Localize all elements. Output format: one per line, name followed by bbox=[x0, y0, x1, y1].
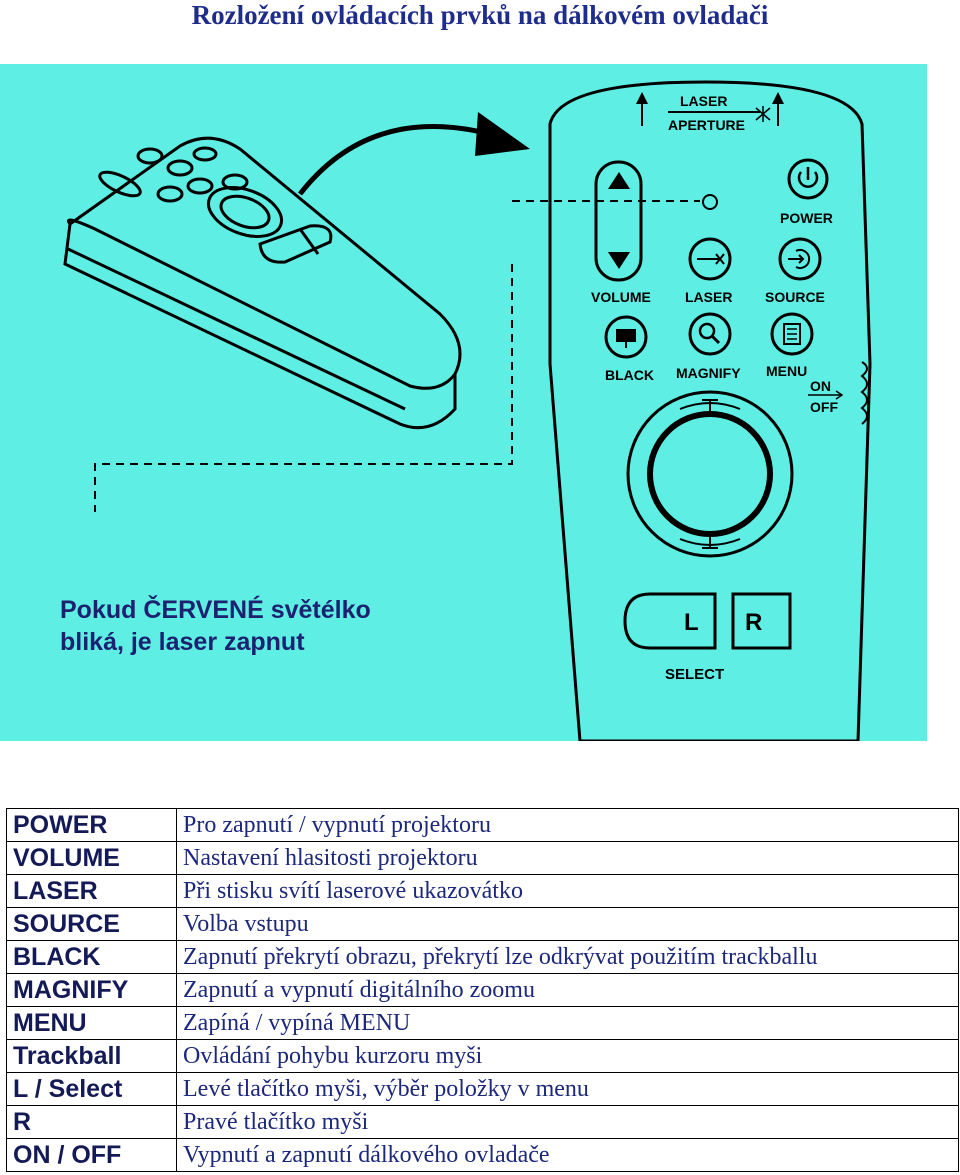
trackball[interactable] bbox=[626, 390, 794, 558]
page-title: Rozložení ovládacích prvků na dálkovém o… bbox=[191, 0, 769, 30]
legend-desc: Levé tlačítko myši, výběr položky v menu bbox=[176, 1072, 959, 1106]
svg-text:MENU: MENU bbox=[766, 363, 807, 379]
legend-key: MENU bbox=[6, 1006, 177, 1040]
svg-text:VOLUME: VOLUME bbox=[591, 289, 651, 305]
menu-button[interactable]: MENU bbox=[766, 312, 814, 379]
legend-desc: Vypnutí a zapnutí dálkového ovladače bbox=[176, 1138, 959, 1172]
arrow-up-icon bbox=[608, 172, 630, 189]
laser-aperture-indicator: LASER APERTURE bbox=[636, 92, 784, 133]
remote-body bbox=[548, 80, 872, 741]
svg-text:R: R bbox=[745, 609, 762, 636]
laser-led bbox=[702, 194, 718, 210]
black-screen-icon bbox=[616, 329, 636, 342]
svg-text:OFF: OFF bbox=[810, 399, 838, 415]
source-icon bbox=[788, 249, 811, 269]
legend-key: MAGNIFY bbox=[6, 973, 177, 1007]
left-select-button[interactable]: L bbox=[623, 592, 717, 650]
legend-desc: Pravé tlačítko myši bbox=[176, 1105, 959, 1139]
legend-key: POWER bbox=[6, 808, 177, 842]
led-note: Pokud ČERVENÉ světélko bliká, je laser z… bbox=[60, 594, 480, 658]
power-icon bbox=[797, 167, 819, 188]
right-button[interactable]: R bbox=[731, 592, 792, 650]
legend-key: Trackball bbox=[6, 1039, 177, 1073]
pointer-arrow-icon bbox=[298, 124, 491, 196]
legend-key: R bbox=[6, 1105, 177, 1139]
led-note-line-2: bliká, je laser zapnut bbox=[60, 628, 305, 656]
legend-desc: Zapnutí a vypnutí digitálního zoomu bbox=[176, 973, 959, 1007]
magnify-icon bbox=[698, 322, 716, 340]
select-label: SELECT bbox=[665, 666, 724, 683]
power-button[interactable]: POWER bbox=[780, 158, 833, 226]
magnify-button[interactable]: MAGNIFY bbox=[676, 312, 741, 381]
svg-text:L: L bbox=[684, 609, 699, 636]
legend-desc: Pro zapnutí / vypnutí projektoru bbox=[176, 808, 959, 842]
legend-key: L / Select bbox=[6, 1072, 177, 1106]
svg-text:LASER: LASER bbox=[680, 93, 727, 109]
laser-button[interactable]: LASER bbox=[685, 237, 732, 305]
trackball-icon bbox=[647, 411, 773, 537]
legend-desc: Volba vstupu bbox=[176, 907, 959, 941]
legend-desc: Zapnutí překrytí obrazu, překrytí lze od… bbox=[176, 940, 959, 974]
legend-key: BLACK bbox=[6, 940, 177, 974]
svg-text:SOURCE: SOURCE bbox=[765, 289, 825, 305]
legend-desc: Ovládání pohybu kurzoru myši bbox=[176, 1039, 959, 1073]
legend-desc: Nastavení hlasitosti projektoru bbox=[176, 841, 959, 875]
volume-button[interactable]: VOLUME bbox=[591, 160, 651, 305]
legend-key: ON / OFF bbox=[6, 1138, 177, 1172]
menu-icon bbox=[783, 323, 801, 345]
black-button[interactable]: BLACK bbox=[604, 315, 654, 383]
laser-icon bbox=[697, 253, 725, 265]
remote-figure: LASER APERTURE VOLUME POWER bbox=[0, 64, 927, 741]
pointer-arrowhead bbox=[475, 112, 530, 156]
legend-desc: Zapíná / vypíná MENU bbox=[176, 1006, 959, 1040]
legend-key: SOURCE bbox=[6, 907, 177, 941]
legend-desc: Při stisku svítí laserové ukazovátko bbox=[176, 874, 959, 908]
remote-diagram: LASER APERTURE VOLUME POWER bbox=[63, 80, 872, 741]
arrow-down-icon bbox=[608, 252, 630, 269]
legend-key: VOLUME bbox=[6, 841, 177, 875]
svg-text:APERTURE: APERTURE bbox=[668, 117, 745, 133]
svg-text:MAGNIFY: MAGNIFY bbox=[676, 365, 741, 381]
svg-text:LASER: LASER bbox=[685, 289, 732, 305]
svg-text:POWER: POWER bbox=[780, 210, 833, 226]
svg-text:BLACK: BLACK bbox=[605, 367, 654, 383]
svg-text:ON: ON bbox=[810, 378, 831, 394]
on-off-switch[interactable]: ON OFF bbox=[808, 361, 868, 425]
source-button[interactable]: SOURCE bbox=[765, 237, 825, 305]
remote-illustration bbox=[63, 136, 462, 430]
legend-key: LASER bbox=[6, 874, 177, 908]
led-note-line-1: Pokud ČERVENÉ světélko bbox=[60, 596, 371, 624]
